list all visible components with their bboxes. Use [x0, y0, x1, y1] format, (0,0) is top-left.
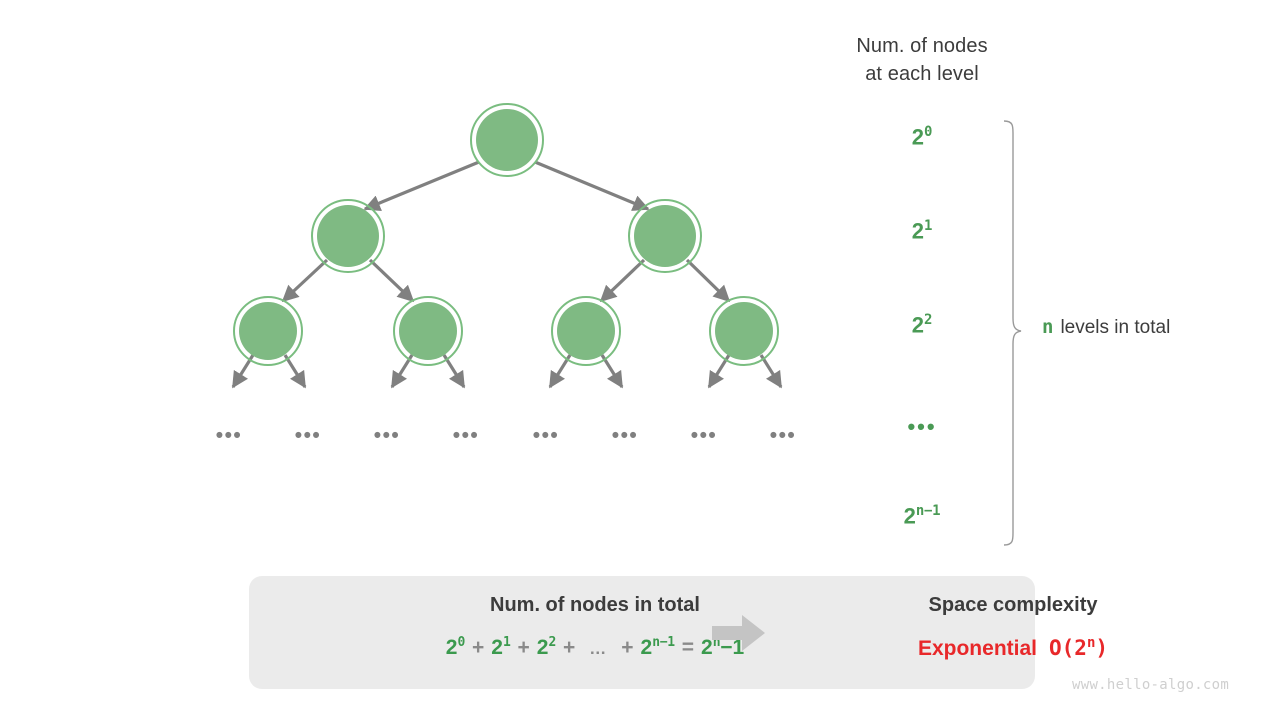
level-count-base: 2: [911, 312, 925, 338]
tree-node: [628, 199, 702, 273]
level-count-exponent: 1: [924, 218, 933, 234]
complexity-word: Exponential: [917, 637, 1037, 660]
ellipsis-item: •••: [295, 424, 322, 447]
ellipsis-item: •••: [453, 424, 480, 447]
edge-l3c-right: [600, 354, 624, 389]
total-levels-variable: n: [1042, 316, 1054, 338]
edge-l2b-right: [685, 258, 731, 303]
ellipsis-item: •••: [770, 424, 797, 447]
column-header-line2: at each level: [865, 63, 979, 85]
edge-l2a-left: [281, 258, 329, 303]
edge-l3b-right: [442, 354, 466, 389]
tree-node: [393, 296, 463, 366]
level-count-base: 2: [903, 503, 916, 529]
ellipsis-item: •••: [216, 424, 243, 447]
formula-result: 2n−1: [701, 635, 745, 659]
formula-op-plus-3: +: [562, 636, 576, 659]
level-count-label-0: 20: [842, 124, 1002, 150]
formula-op-equals: =: [681, 636, 695, 659]
level-count-label-ellipsis: •••: [842, 414, 1002, 440]
summary-formula: 20+21+22+…+2n−1=2n−1: [265, 630, 925, 662]
formula-op-plus-1: +: [472, 636, 485, 659]
ellipsis-item: •••: [374, 424, 401, 447]
ellipsis-item: •••: [612, 424, 639, 447]
edge-l3d-right: [759, 354, 783, 389]
edge-root-left: [363, 160, 480, 211]
level-count-base: 2: [911, 124, 925, 150]
total-levels-label: n levels in total: [1042, 316, 1170, 339]
watermark: www.hello-algo.com: [1072, 677, 1230, 693]
edge-root-right: [534, 160, 650, 211]
level-count-exponent: 2: [924, 312, 933, 328]
edge-l3c-left: [548, 354, 572, 389]
tree-node: [551, 296, 621, 366]
summary-panel: Num. of nodes in total 20+21+22+…+2n−1=2…: [249, 576, 1108, 689]
formula-term-0: 20: [445, 635, 466, 659]
tree-nodes: [233, 103, 779, 366]
level-count-exponent: n−1: [915, 503, 941, 519]
total-levels-text: levels in total: [1060, 317, 1171, 338]
summary-left-title: Num. of nodes in total: [490, 594, 700, 616]
formula-term-2: 22: [536, 635, 557, 659]
level-count-label-last: 2n−1: [842, 503, 1002, 529]
level-count-label-1: 21: [842, 218, 1002, 244]
column-header: Num. of nodes at each level: [812, 32, 1032, 88]
summary-right-title: Space complexity: [928, 594, 1098, 616]
ellipsis-item: •••: [691, 424, 718, 447]
formula-ellipsis: …: [589, 639, 608, 658]
summary-left-column: Num. of nodes in total 20+21+22+…+2n−1=2…: [265, 592, 925, 662]
formula-term-last: 2n−1: [640, 635, 676, 659]
level-count-ellipsis: •••: [907, 414, 937, 439]
levels-brace: [1003, 120, 1022, 546]
formula-term-1: 21: [491, 635, 511, 659]
edge-l2a-right: [368, 258, 415, 303]
edge-l2b-left: [599, 258, 646, 303]
tree-edges: [231, 160, 783, 389]
formula-op-plus-4: +: [621, 636, 634, 659]
right-arrow-icon: [712, 615, 765, 651]
edge-l3a-right: [283, 354, 307, 389]
summary-right-column: Space complexity Exponential O(2n): [757, 592, 1269, 662]
tree-node: [233, 296, 303, 366]
complexity-value: Exponential O(2n): [757, 630, 1269, 662]
level-count-exponent: 0: [924, 124, 933, 140]
tree-ellipsis-row: ••• ••• ••• ••• ••• ••• ••• •••: [216, 424, 797, 447]
complexity-notation: O(2n): [1049, 635, 1109, 660]
edge-l3b-left: [390, 354, 414, 389]
level-count-label-2: 22: [842, 312, 1002, 338]
tree-node: [470, 103, 544, 177]
formula-op-plus-2: +: [517, 636, 530, 659]
tree-node: [709, 296, 779, 366]
tree-node: [311, 199, 385, 273]
level-count-base: 2: [911, 218, 925, 244]
column-header-line1: Num. of nodes: [856, 35, 988, 57]
ellipsis-item: •••: [533, 424, 560, 447]
